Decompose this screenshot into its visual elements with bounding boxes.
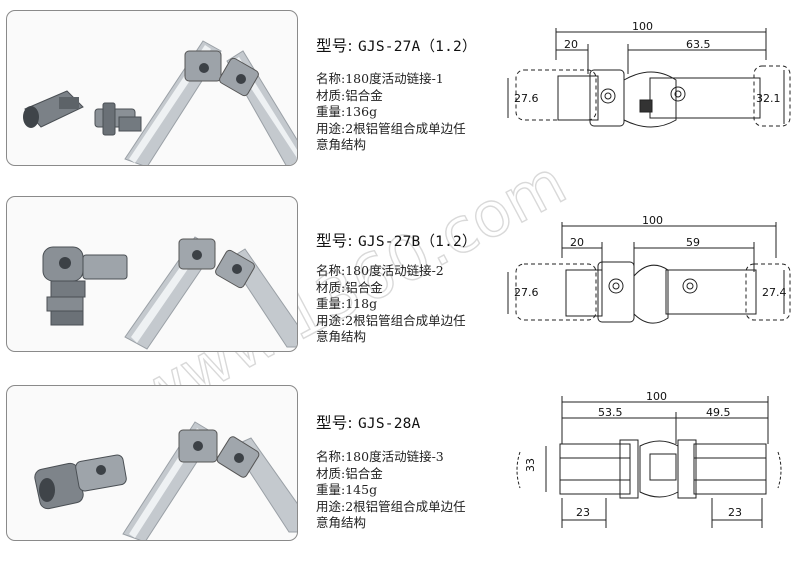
model-number: GJS-27B（1.2）: [357, 234, 477, 250]
dim-bottom-right: 23: [728, 506, 742, 519]
dim-height: 33: [524, 458, 537, 472]
dim-total: 100: [646, 390, 667, 403]
model-number: GJS-28A: [357, 416, 421, 432]
model-title-2: 型号: GJS-27B（1.2）: [316, 229, 477, 251]
model-label: 型号:: [316, 37, 353, 55]
spec-list-3: 名称:180度活动链接-3 材质:铝合金 重量:145g 用途:2根铝管组合成单…: [316, 449, 496, 532]
technical-drawing-1: 100 20 63.5 27.6 32.1: [507, 20, 791, 128]
spec-list-1: 名称:180度活动链接-1 材质:铝合金 重量:136g 用途:2根铝管组合成单…: [316, 71, 496, 154]
dim-total: 100: [632, 20, 653, 33]
fitting-icon: [42, 246, 128, 326]
model-title-1: 型号: GJS-27A（1.2）: [316, 34, 477, 56]
model-label: 型号:: [316, 414, 353, 432]
model-title-3: 型号: GJS-28A: [316, 411, 420, 433]
dim-left-height: 27.6: [514, 92, 539, 105]
model-label: 型号:: [316, 232, 353, 250]
product-photo-2: [6, 196, 298, 352]
assembly-icon: [124, 40, 297, 165]
dim-total: 100: [642, 214, 663, 227]
technical-drawing-2: 100 20 59 27.6 27.4: [507, 214, 791, 324]
dim-right-height: 27.4: [762, 286, 787, 299]
dim-left: 53.5: [598, 406, 623, 419]
spec-name: 名称:180度活动链接-2: [316, 263, 444, 278]
spec-material: 材质:铝合金: [316, 87, 383, 103]
dim-left-height: 27.6: [514, 286, 539, 299]
assembly-icon: [124, 236, 297, 350]
spec-weight: 重量:118g: [316, 296, 378, 311]
spec-usage: 用途:2根铝管组合成单边任意角结构: [316, 312, 466, 345]
dim-left: 20: [570, 236, 584, 249]
dim-right: 63.5: [686, 38, 711, 51]
dim-bottom-left: 23: [576, 506, 590, 519]
dim-left: 20: [564, 38, 578, 51]
dim-right: 59: [686, 236, 700, 249]
model-number: GJS-27A（1.2）: [357, 39, 477, 55]
spec-list-2: 名称:180度活动链接-2 材质:铝合金 重量:118g 用途:2根铝管组合成单…: [316, 263, 496, 346]
product-photo-3: [6, 385, 298, 541]
fitting-icon: [34, 454, 127, 510]
spec-material: 材质:铝合金: [316, 279, 383, 295]
dim-right: 49.5: [706, 406, 731, 419]
assembly-icon: [122, 421, 297, 540]
product-photo-1: [6, 10, 298, 166]
spec-weight: 重量:136g: [316, 104, 378, 119]
dim-right-height: 32.1: [756, 92, 781, 105]
spec-name: 名称:180度活动链接-3: [316, 449, 444, 464]
fitting-icon: [23, 90, 142, 136]
technical-drawing-3: 100 53.5 49.5 33 23 23: [516, 390, 782, 528]
spec-usage: 用途:2根铝管组合成单边任意角结构: [316, 498, 466, 531]
spec-material: 材质:铝合金: [316, 465, 383, 481]
spec-usage: 用途:2根铝管组合成单边任意角结构: [316, 120, 466, 153]
spec-name: 名称:180度活动链接-1: [316, 71, 444, 86]
spec-weight: 重量:145g: [316, 482, 378, 497]
